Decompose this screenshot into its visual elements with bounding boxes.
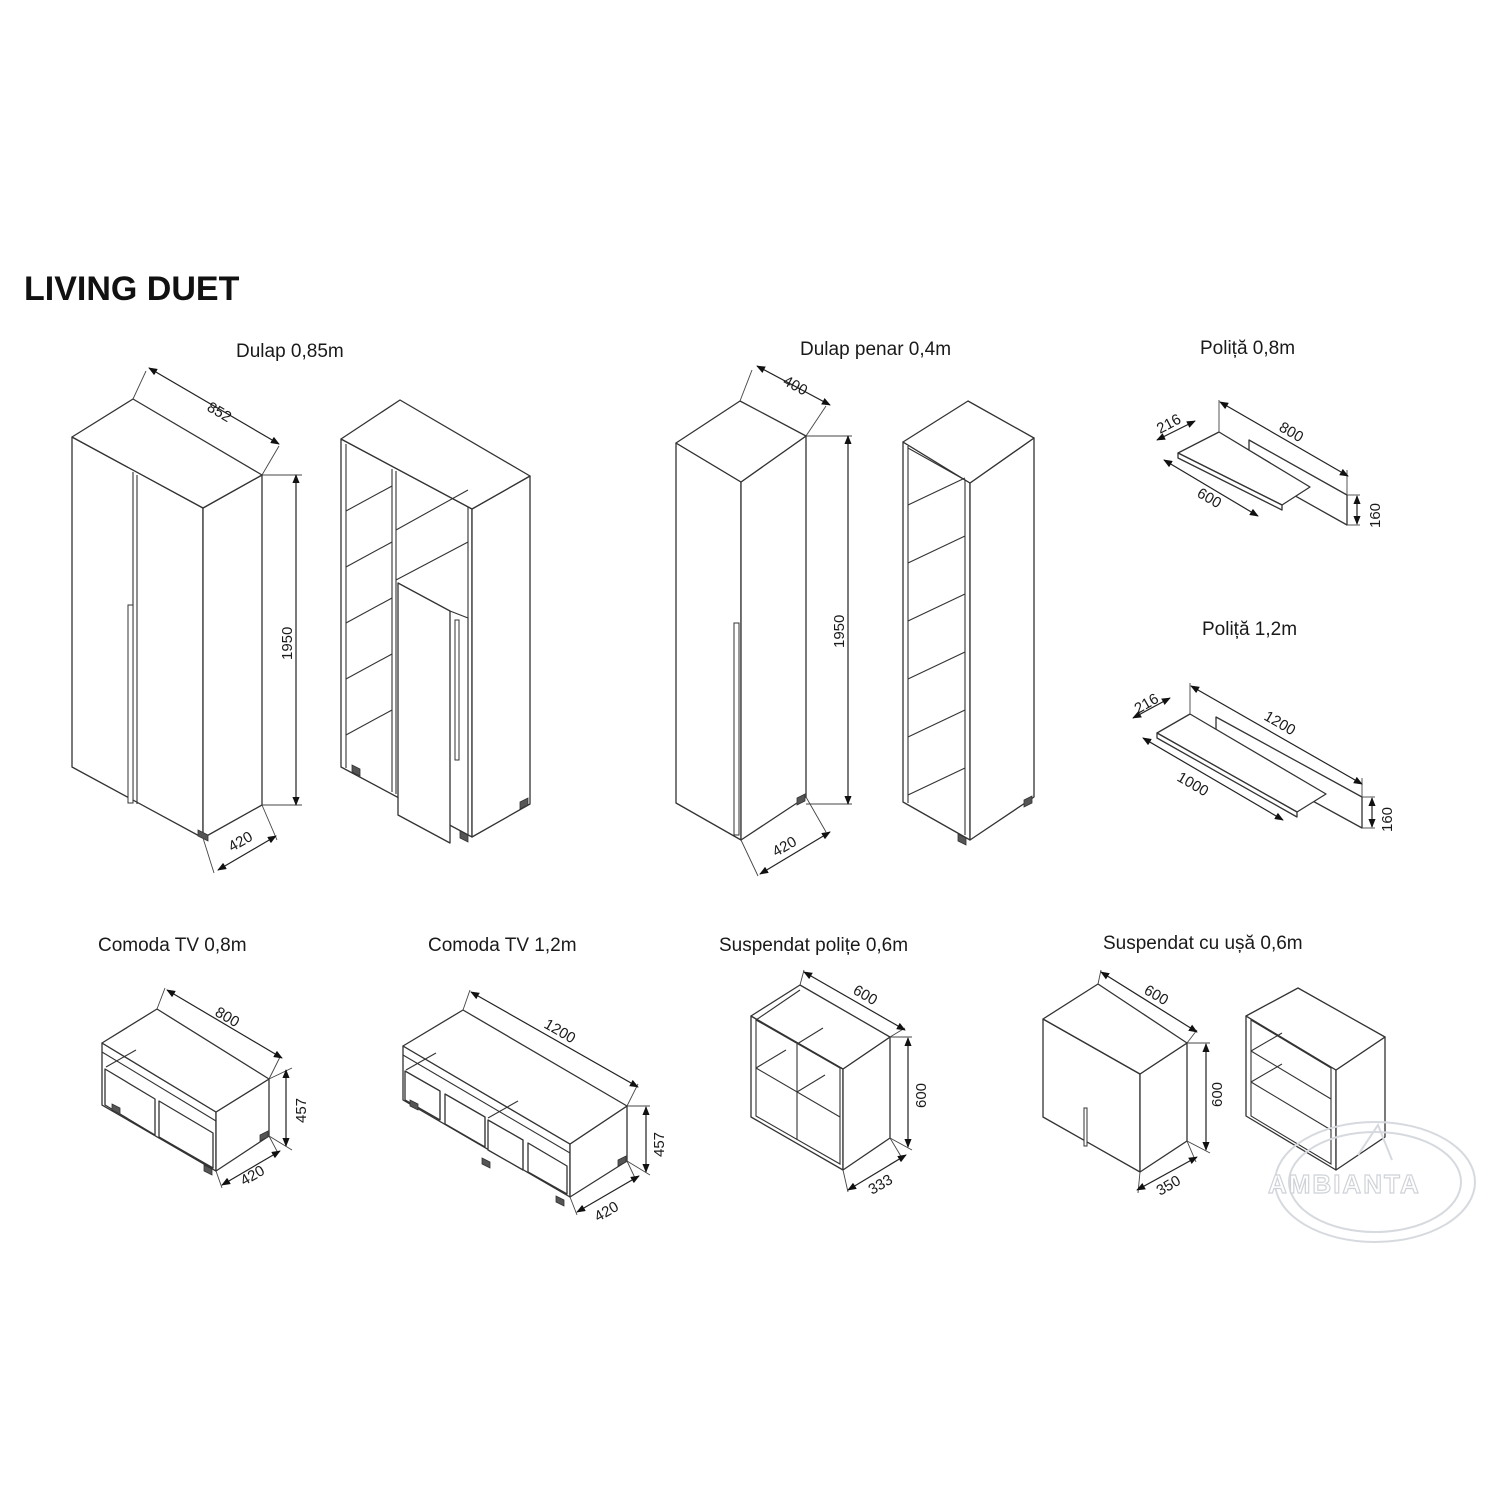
caption-polita-08: Poliță 0,8m	[1200, 338, 1295, 359]
caption-dulap-penar: Dulap penar 0,4m	[800, 339, 951, 360]
tv-unit-drawing	[402, 1009, 628, 1207]
label-height: 600	[913, 1083, 930, 1108]
page-title: LIVING DUET	[24, 270, 240, 308]
dimension-height: 160	[1347, 494, 1384, 528]
label-depth: 333	[866, 1171, 896, 1198]
label-depth: 216	[1132, 690, 1162, 717]
label-width: 600	[1141, 982, 1171, 1009]
dimension-depth: 216	[1132, 690, 1171, 719]
item-suspendat-polite: Suspendat polițe 0,6m 600 600	[719, 935, 930, 1198]
label-width: 400	[780, 373, 810, 400]
item-polita-12: Poliță 1,2m 216 1200 1000 160	[1132, 619, 1397, 832]
item-dulap-penar: Dulap penar 0,4m 400 1950 420	[675, 339, 1035, 877]
dimension-height: 1950	[262, 474, 302, 806]
caption-suspendat-polite: Suspendat polițe 0,6m	[719, 935, 908, 956]
label-length: 1200	[1261, 708, 1298, 739]
dimension-height: 600	[1186, 1042, 1226, 1154]
item-comoda-tv-12: Comoda TV 1,2m 1200	[402, 935, 668, 1225]
label-length: 800	[1276, 419, 1306, 446]
dimension-height: 600	[889, 1036, 930, 1151]
label-height: 1950	[831, 615, 848, 648]
dimension-height: 1950	[806, 435, 852, 805]
caption-dulap-085: Dulap 0,85m	[236, 341, 344, 362]
tall-cabinet-open-drawing	[902, 400, 1035, 846]
label-depth: 420	[592, 1198, 622, 1225]
caption-comoda-tv-08: Comoda TV 0,8m	[98, 935, 247, 956]
caption-polita-12: Poliță 1,2m	[1202, 619, 1297, 640]
label-shelf: 600	[1194, 485, 1224, 512]
watermark-logo: AMBIANTA	[1267, 1121, 1476, 1243]
label-depth: 216	[1154, 411, 1184, 438]
label-width: 600	[850, 982, 880, 1009]
label-height: 600	[1209, 1082, 1226, 1107]
label-shelf: 1000	[1174, 769, 1211, 800]
label-depth: 420	[770, 833, 800, 860]
wardrobe-open-drawing	[340, 399, 531, 844]
tall-cabinet-closed-drawing	[675, 400, 807, 841]
wardrobe-closed-drawing	[71, 398, 263, 842]
item-polita-08: Poliță 0,8m 216 800 600 160	[1154, 338, 1384, 528]
caption-suspendat-cu-usa: Suspendat cu ușă 0,6m	[1103, 933, 1303, 954]
label-height: 160	[1367, 503, 1384, 528]
label-height: 457	[293, 1098, 310, 1123]
label-depth: 350	[1154, 1172, 1184, 1199]
caption-comoda-tv-12: Comoda TV 1,2m	[428, 935, 577, 956]
label-width: 800	[212, 1004, 242, 1031]
label-depth: 420	[226, 828, 256, 855]
dimension-height: 160	[1362, 796, 1396, 832]
label-height: 457	[651, 1132, 668, 1157]
watermark-text: AMBIANTA	[1268, 1169, 1421, 1199]
item-comoda-tv-08: Comoda TV 0,8m 800 457	[98, 935, 310, 1189]
wall-shelf-cube-drawing	[750, 984, 891, 1171]
dimension-height: 457	[626, 1105, 668, 1176]
item-dulap-085: Dulap 0,85m 852 1950 420	[71, 341, 531, 874]
item-suspendat-cu-usa: Suspendat cu ușă 0,6m 600 600 350	[1042, 933, 1386, 1199]
dimension-height: 457	[268, 1067, 310, 1151]
tv-unit-drawing	[101, 1008, 270, 1176]
label-depth: 420	[238, 1162, 268, 1189]
label-height: 1950	[279, 627, 296, 660]
shelf-drawing	[1177, 431, 1348, 526]
dimension-depth: 216	[1154, 411, 1196, 441]
wall-cabinet-open-drawing	[1245, 987, 1386, 1171]
label-height: 160	[1379, 807, 1396, 832]
